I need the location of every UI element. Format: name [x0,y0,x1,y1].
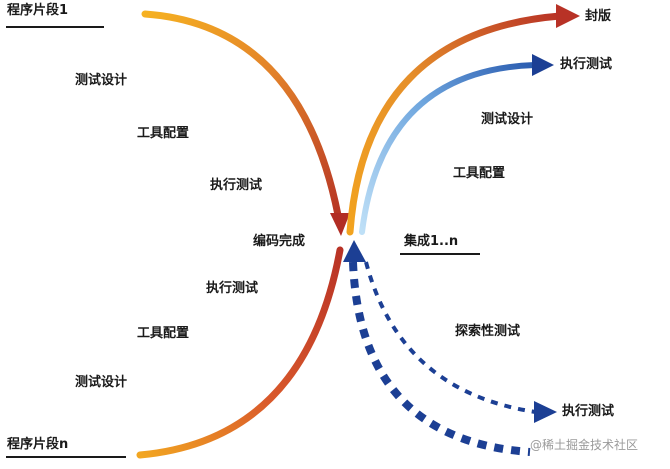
fragment-n-arc [136,246,344,459]
fragment-1-label: 程序片段1 [7,3,69,18]
fragment-1-arc [141,10,342,219]
fragment-1-underline [6,26,104,28]
step-test-design-right: 测试设计 [481,112,534,127]
exploratory-testing-label: 探索性测试 [455,324,521,339]
release-arrowhead [556,4,580,28]
step-test-design-lower-left: 测试设计 [75,375,128,390]
step-tool-config-right: 工具配置 [453,166,506,181]
release-label: 封版 [585,9,612,24]
watermark: @稀土掘金技术社区 [530,438,639,452]
execute-test-lower-arrowhead [534,401,557,423]
step-execute-test-upper-left: 执行测试 [210,178,263,193]
release-arc [346,12,564,236]
exploratory-dashed-arc [349,261,531,456]
execute-test-lower-dashed-arc [364,261,537,414]
execute-test-upper-arrowhead [532,54,554,76]
execute-test-upper-arc [359,62,538,235]
step-execute-test-lower-left: 执行测试 [206,281,259,296]
coding-complete-label: 编码完成 [253,234,306,249]
fragment-1-arrowhead [330,213,350,236]
fragment-n-underline [6,456,126,458]
convergence-up-arrowhead [343,240,366,262]
step-test-design-upper-left: 测试设计 [75,73,128,88]
integration-label: 集成1..n [404,234,459,249]
step-tool-config-upper-left: 工具配置 [137,126,190,141]
execute-test-upper-label: 执行测试 [560,57,613,72]
fragment-n-label: 程序片段n [7,437,69,452]
execute-test-lower-label: 执行测试 [562,404,615,419]
integration-underline [400,253,480,255]
step-tool-config-lower-left: 工具配置 [137,326,190,341]
